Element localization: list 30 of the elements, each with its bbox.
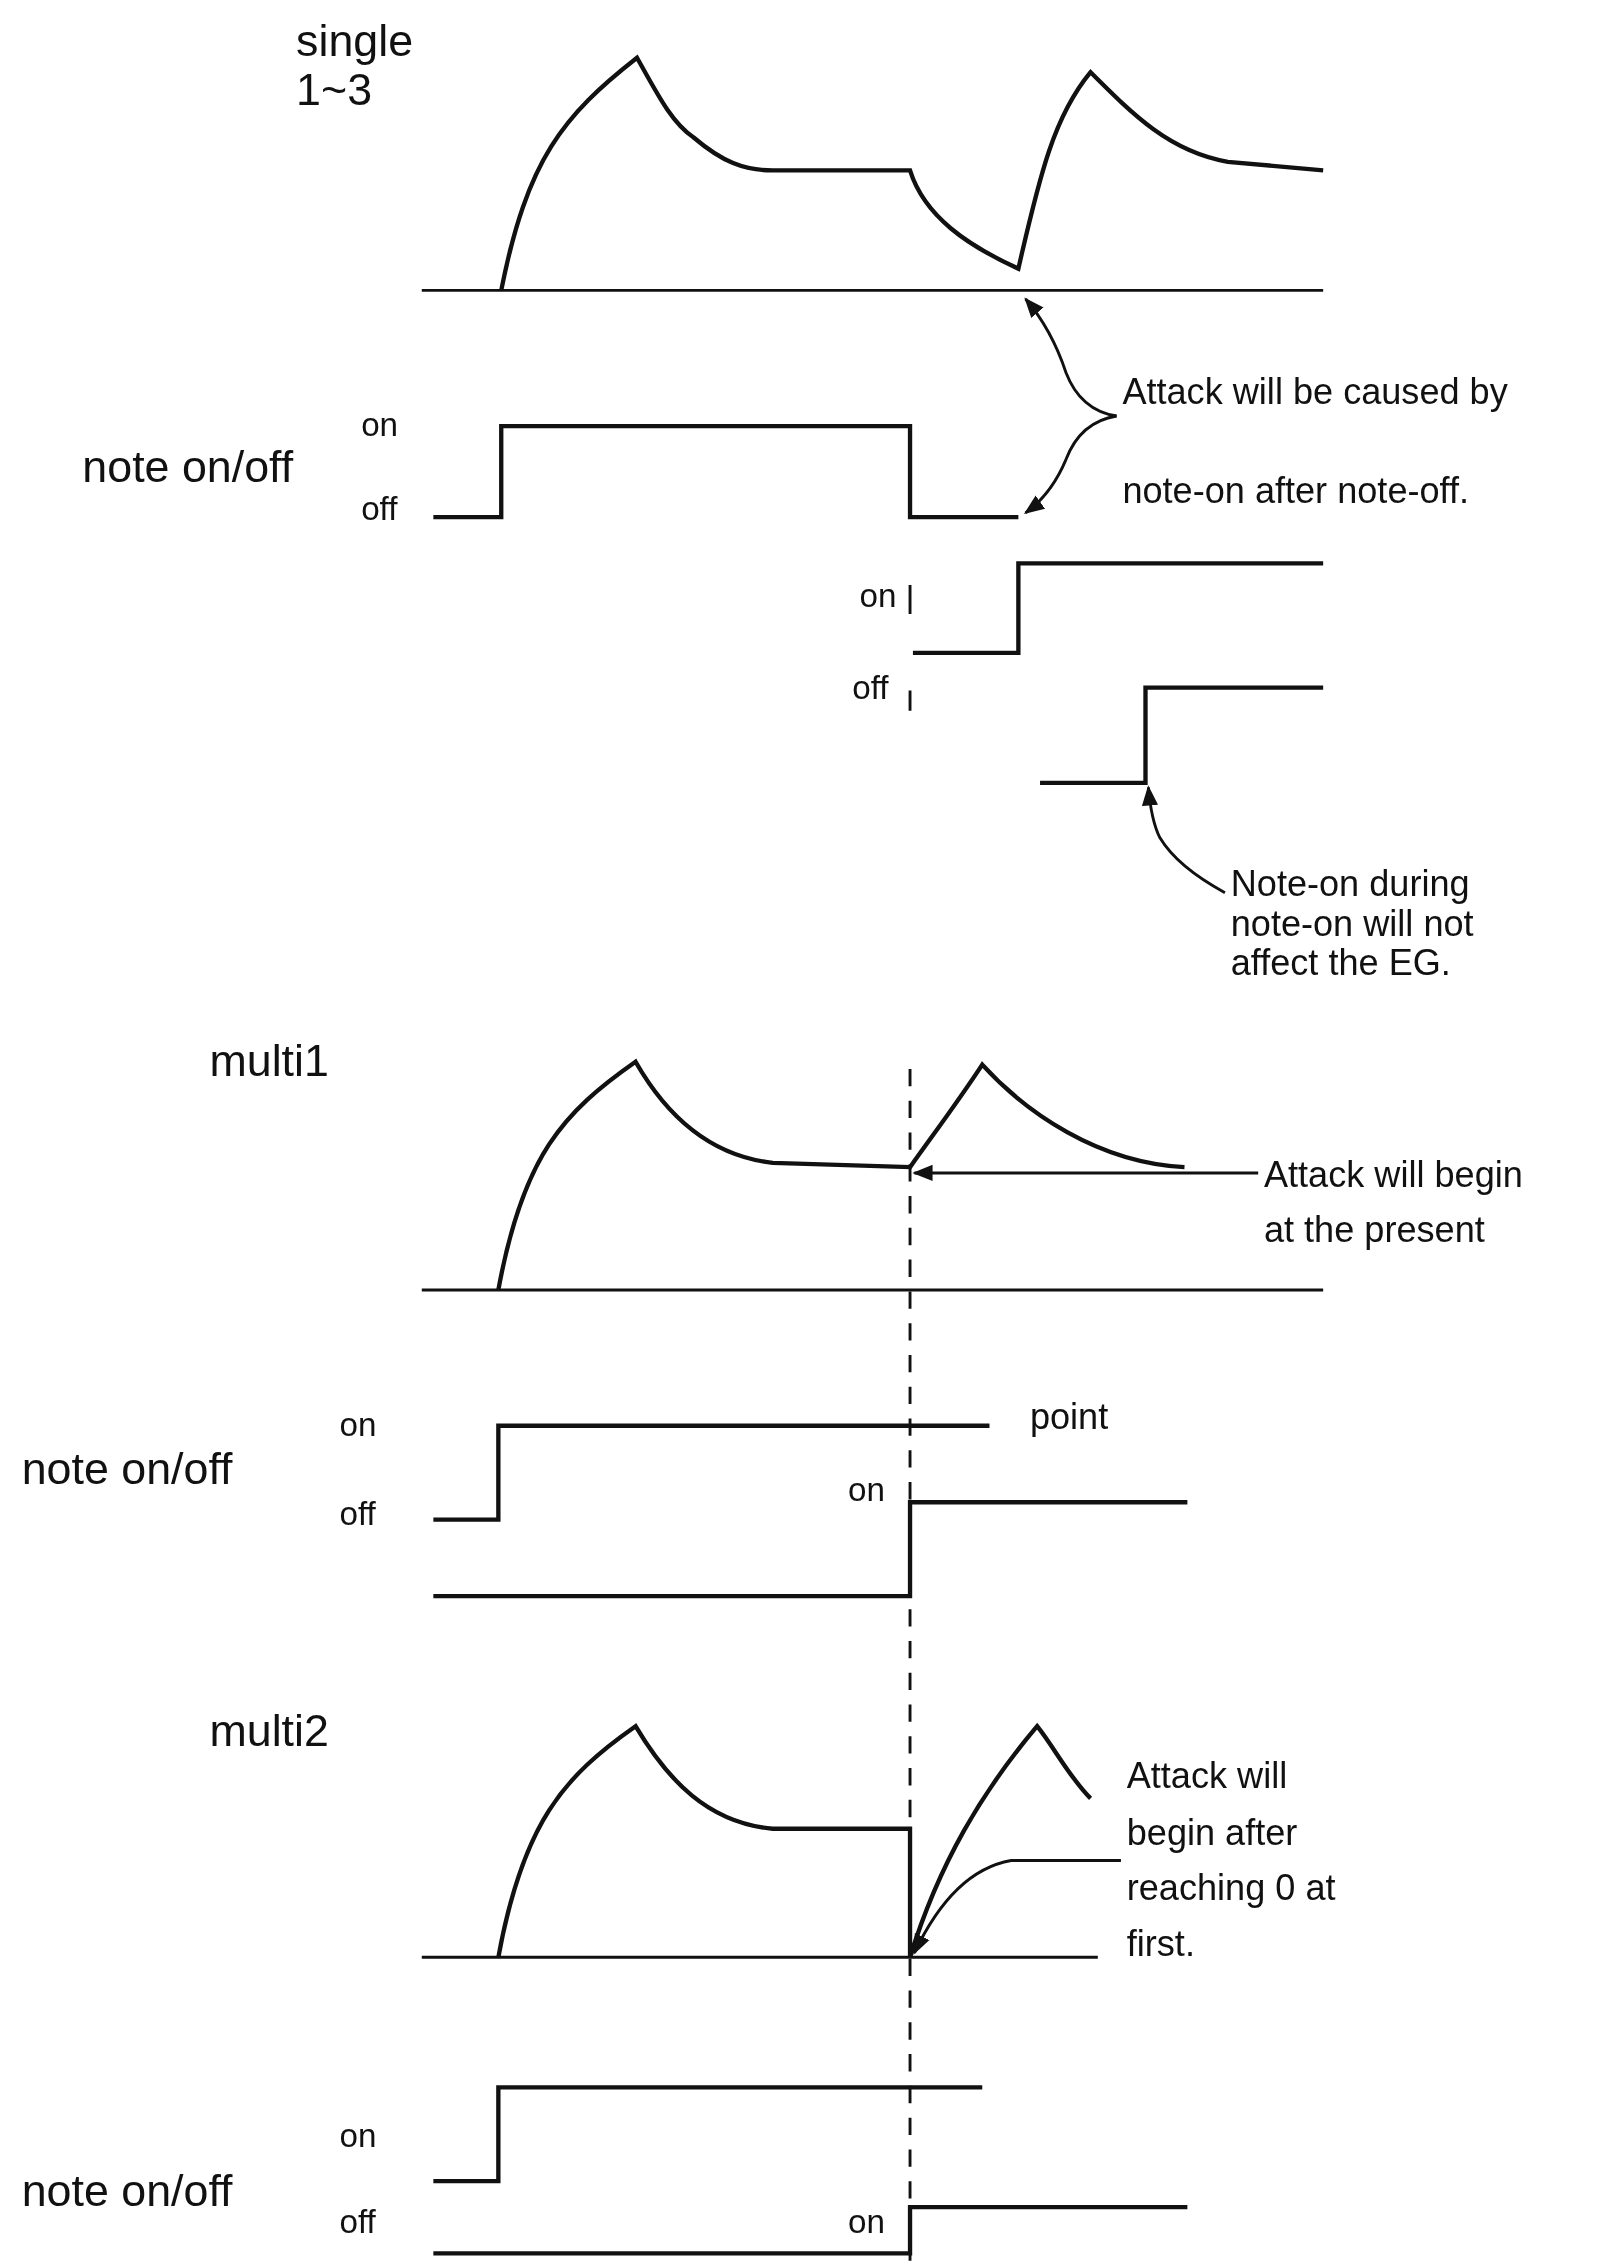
leader-arrow [1142, 785, 1226, 894]
leader-arrow [1024, 297, 1117, 418]
envelope-curve [499, 55, 1324, 291]
level-label: on [847, 2204, 885, 2241]
leader-arrow [913, 1859, 1121, 1955]
gate-signal [1040, 685, 1324, 786]
level-label: off [339, 2204, 376, 2241]
level-label: on [361, 407, 399, 444]
gate-signal [433, 423, 1019, 520]
callout-text: Attack will begin after reaching 0 at first. [1126, 1747, 1344, 1971]
panel-title: multi1 [209, 1037, 329, 1087]
level-label: off [852, 670, 889, 707]
callout-text: Note-on during note-on will not affect the EG. [1230, 863, 1542, 983]
level-label: off [361, 491, 398, 528]
level-label: on [339, 1406, 377, 1444]
level-label: off [339, 1496, 376, 1534]
level-label: on [847, 1471, 885, 1509]
signal-label: note on/off [21, 2166, 233, 2216]
panel-title: multi2 [209, 1707, 329, 1757]
level-label: on [859, 577, 897, 615]
callout-text: point [1029, 1396, 1109, 1437]
callout-text: Attack will begin at the present [1263, 1148, 1553, 1257]
envelope-curve [496, 1059, 1185, 1291]
leader-arrow [1024, 414, 1117, 514]
signal-label: note on/off [82, 443, 294, 493]
panel-title: single 1~3 [296, 17, 415, 116]
callout-text: Attack will be caused by note-on after note-off. [1122, 343, 1600, 539]
level-label: on [339, 2117, 377, 2155]
leader-arrow [912, 1164, 1259, 1181]
signal-label: note on/off [21, 1444, 233, 1494]
